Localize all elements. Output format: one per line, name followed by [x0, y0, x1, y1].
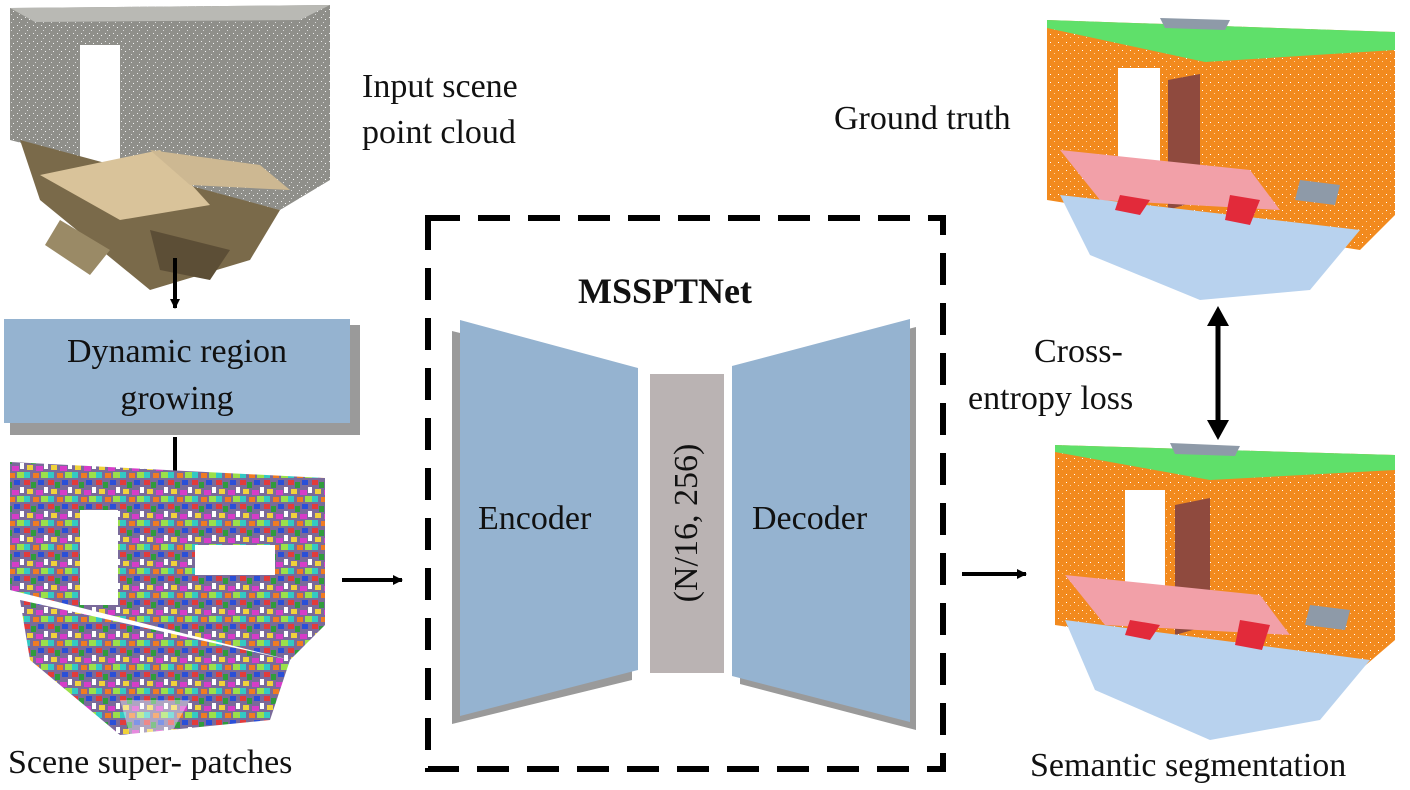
decoder-block: [732, 319, 916, 730]
input-label-line1: Input scene: [362, 68, 518, 105]
segmentation-label: Semantic segmentation: [1030, 747, 1347, 784]
input-label-line2: point cloud: [362, 114, 516, 151]
encoder-label: Encoder: [478, 500, 592, 537]
decoder-label: Decoder: [752, 500, 868, 537]
ground-truth-label: Ground truth: [834, 100, 1011, 137]
super-patches-image: [10, 462, 325, 735]
encoder-block: [452, 320, 638, 724]
loss-double-arrow: [1207, 306, 1229, 440]
network-title: MSSPTNet: [578, 271, 752, 311]
input-point-cloud-image: [10, 5, 330, 290]
region-growing-label-line2: growing: [120, 380, 234, 417]
loss-label-line1: Cross-: [1034, 333, 1123, 370]
region-growing-label-line1: Dynamic region: [67, 333, 287, 370]
region-growing-block: [4, 319, 360, 435]
segmentation-image: [1055, 443, 1395, 740]
bottleneck-label: (N/16, 256): [668, 443, 705, 603]
network-dashed-box: [425, 215, 946, 772]
loss-label-line2: entropy loss: [968, 380, 1134, 417]
bottleneck-block: [650, 374, 724, 673]
super-patches-label: Scene super- patches: [8, 744, 293, 781]
ground-truth-image: [1047, 18, 1395, 300]
